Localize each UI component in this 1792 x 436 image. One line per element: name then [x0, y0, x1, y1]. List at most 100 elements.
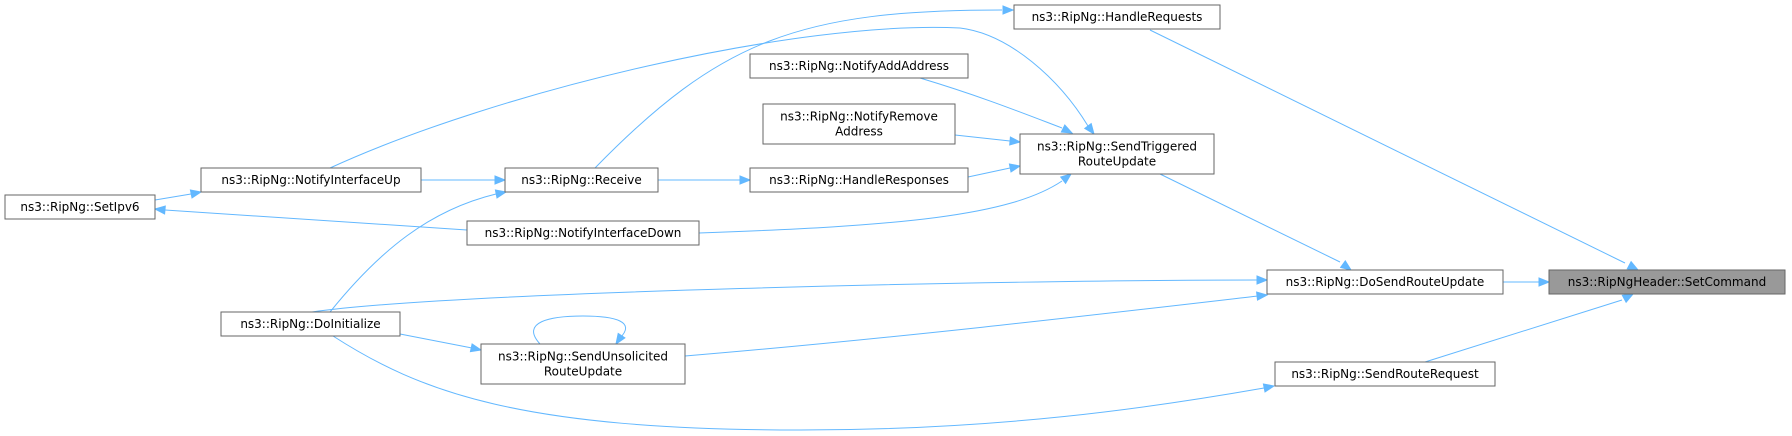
edge-doinit-to-sendrouterequest — [332, 335, 1276, 431]
node-label: RouteUpdate — [544, 365, 622, 379]
arrowhead-icon — [1339, 260, 1353, 271]
node-label: ns3::RipNg::Receive — [521, 173, 642, 187]
edge-sendrouterequest-to-setcommand — [1424, 293, 1635, 363]
edge-line — [533, 315, 627, 345]
arrowhead-icon — [1002, 5, 1015, 15]
edge-doinit-to-unsolicited — [399, 333, 483, 353]
arrowhead-icon — [615, 332, 626, 346]
edge-line — [311, 279, 1258, 313]
arrowhead-icon — [1059, 173, 1073, 185]
edge-doinit-to-dosend — [311, 275, 1269, 313]
edge-line — [919, 77, 1063, 129]
edge-line — [684, 295, 1259, 357]
node-box — [504, 167, 659, 193]
edge-setipv6-to-notifyinterfaceup — [154, 189, 203, 201]
node-label: ns3::RipNg::SendRouteRequest — [1291, 367, 1479, 381]
node-box — [220, 311, 401, 337]
arrowhead-icon — [1262, 383, 1276, 393]
edge-doinit-to-receive — [329, 189, 508, 313]
edge-line — [329, 193, 497, 313]
edge-line — [1159, 173, 1341, 263]
edge-notifyinterfacedown-to-sendtriggered — [698, 173, 1073, 234]
nodes-layer: ns3::RipNgHeader::SetCommandns3::RipNg::… — [4, 4, 1786, 387]
edge-line — [967, 167, 1011, 178]
node-box — [1266, 269, 1504, 295]
edge-sendtriggered-to-dosend — [1159, 173, 1353, 271]
edge-line — [1424, 299, 1623, 363]
node-sendrouterequest[interactable]: ns3::RipNg::SendRouteRequest — [1274, 361, 1496, 387]
node-box — [466, 220, 700, 246]
edges-layer — [153, 5, 1640, 431]
edge-line — [399, 333, 473, 349]
edge-receive-to-handlerequests — [594, 5, 1015, 169]
arrowhead-icon — [1256, 291, 1269, 301]
edge-handleresponses-to-sendtriggered — [967, 163, 1022, 178]
node-label: ns3::RipNg::SetIpv6 — [20, 200, 139, 214]
node-box — [4, 194, 156, 220]
arrowhead-icon — [1008, 163, 1022, 173]
arrowhead-icon — [494, 175, 507, 185]
edge-notifyaddaddress-to-sendtriggered — [919, 77, 1074, 134]
node-setipv6[interactable]: ns3::RipNg::SetIpv6 — [4, 194, 156, 220]
node-label: ns3::RipNg::SendTriggered — [1037, 140, 1197, 154]
edge-line — [954, 134, 1011, 142]
node-handleresponses[interactable]: ns3::RipNg::HandleResponses — [749, 167, 969, 193]
node-notifyaddaddress[interactable]: ns3::RipNg::NotifyAddAddress — [749, 53, 969, 79]
node-receive[interactable]: ns3::RipNg::Receive — [504, 167, 659, 193]
node-label: ns3::RipNg::NotifyInterfaceDown — [485, 226, 682, 240]
edge-handlerequests-to-setcommand — [1149, 29, 1640, 271]
node-box — [1274, 361, 1496, 387]
edge-line — [164, 209, 468, 231]
node-setcommand[interactable]: ns3::RipNgHeader::SetCommand — [1548, 269, 1786, 295]
node-box — [480, 343, 686, 385]
edge-line — [594, 9, 1003, 169]
edge-receive-to-handleresponses — [658, 175, 752, 185]
edge-line — [332, 335, 1265, 431]
node-label: ns3::RipNg::HandleRequests — [1032, 10, 1203, 24]
edge-dosend-to-setcommand — [1503, 277, 1551, 287]
arrowhead-icon — [1009, 136, 1022, 146]
node-notifyinterfaceup[interactable]: ns3::RipNg::NotifyInterfaceUp — [200, 167, 422, 193]
arrowhead-icon — [1621, 293, 1635, 304]
node-label: Address — [835, 125, 883, 139]
node-box — [749, 167, 969, 193]
node-label: ns3::RipNg::DoSendRouteUpdate — [1286, 275, 1485, 289]
arrowhead-icon — [1083, 122, 1095, 136]
node-box — [1013, 4, 1221, 30]
edge-line — [329, 26, 1089, 169]
node-label: ns3::RipNg::NotifyRemove — [780, 110, 938, 124]
arrowhead-icon — [739, 175, 752, 185]
edge-notifyinterfacedown-to-setipv6 — [153, 205, 468, 231]
edge-notifyremove-to-sendtriggered — [954, 134, 1022, 146]
node-label: ns3::RipNg::NotifyAddAddress — [769, 59, 949, 73]
node-label: RouteUpdate — [1078, 155, 1156, 169]
arrowhead-icon — [494, 189, 508, 199]
node-box — [200, 167, 422, 193]
node-label: ns3::RipNgHeader::SetCommand — [1568, 275, 1766, 289]
node-handlerequests[interactable]: ns3::RipNg::HandleRequests — [1013, 4, 1221, 30]
node-dosendrouteupdate[interactable]: ns3::RipNg::DoSendRouteUpdate — [1266, 269, 1504, 295]
edge-unsolicited-to-dosend — [684, 291, 1269, 357]
node-box — [749, 53, 969, 79]
arrowhead-icon — [189, 189, 203, 199]
edge-notifyinterfaceup-to-receive — [421, 175, 507, 185]
arrowhead-icon — [1256, 275, 1269, 285]
node-box — [1019, 133, 1215, 175]
node-label: ns3::RipNg::SendUnsolicited — [498, 350, 668, 364]
node-notifyinterfacedown[interactable]: ns3::RipNg::NotifyInterfaceDown — [466, 220, 700, 246]
node-box — [762, 103, 956, 145]
edge-line — [154, 193, 192, 201]
arrowhead-icon — [1626, 260, 1640, 271]
edge-unsolicited-self-loop — [533, 315, 627, 346]
arrowhead-icon — [153, 205, 166, 215]
node-doinitialize[interactable]: ns3::RipNg::DoInitialize — [220, 311, 401, 337]
node-box — [1548, 269, 1786, 295]
edge-line — [1149, 29, 1626, 264]
node-label: ns3::RipNg::HandleResponses — [769, 173, 949, 187]
arrowhead-icon — [1060, 124, 1074, 134]
node-label: ns3::RipNg::NotifyInterfaceUp — [221, 173, 400, 187]
edge-notifyinterfaceup-to-sendtriggered — [329, 26, 1095, 169]
